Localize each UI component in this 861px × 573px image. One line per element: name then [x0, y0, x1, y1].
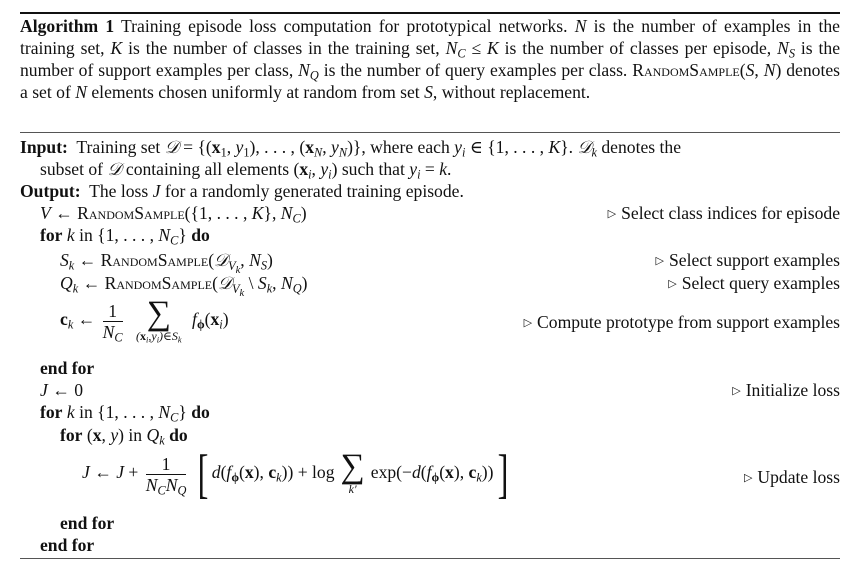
step-select-classes: V ← RandomSample({1, . . . , K}, NC) ▷Se… — [40, 203, 840, 226]
comment-triangle-icon: ▷ — [607, 208, 617, 220]
input-line-1: Input: Training set 𝒟 = {(x1, y1), . . .… — [20, 137, 682, 160]
comment: ▷Initialize loss — [732, 380, 840, 400]
comment: ▷Compute prototype from support examples — [523, 312, 840, 332]
input-line-2: subset of 𝒟 containing all elements (xi,… — [40, 159, 452, 182]
step-end-for-outer: end for — [40, 535, 95, 555]
mid-rule — [20, 132, 840, 133]
comment: ▷Select support examples — [655, 250, 840, 270]
comment: ▷Update loss — [743, 467, 840, 487]
step-support-sample: Sk ← RandomSample(𝒟Vk, NS) ▷Select suppo… — [60, 250, 840, 276]
step-end-for: end for — [40, 358, 95, 378]
step-for-queries: for (x, y) in Qk do — [60, 425, 188, 448]
sum-symbol: ∑k′ — [340, 448, 365, 497]
step-query-sample: Qk ← RandomSample(𝒟Vk \ Sk, NQ) ▷Select … — [60, 273, 840, 299]
sum-symbol: ∑(xi,yi)∈Sk — [136, 295, 182, 345]
top-rule — [20, 12, 840, 14]
comment: ▷Select class indices for episode — [607, 203, 840, 223]
comment-triangle-icon: ▷ — [668, 278, 677, 290]
step-for-classes-2: for k in {1, . . . , NC} do — [40, 402, 210, 425]
comment: ▷Select query examples — [668, 273, 840, 293]
bottom-rule — [20, 558, 840, 559]
comment-triangle-icon: ▷ — [743, 472, 753, 484]
caption-intro: Training episode loss computation for pr… — [121, 16, 568, 36]
right-bracket: ] — [497, 444, 508, 504]
algorithm-label: Algorithm 1 — [20, 16, 115, 36]
step-init-loss: J ← 0 ▷Initialize loss — [20, 379, 840, 401]
left-bracket: [ — [197, 444, 209, 504]
output-line: Output: The loss J for a randomly genera… — [20, 181, 464, 201]
comment-triangle-icon: ▷ — [732, 385, 741, 397]
comment-triangle-icon: ▷ — [655, 255, 664, 267]
step-for-classes: for k in {1, . . . , NC} do — [40, 225, 210, 248]
comment-triangle-icon: ▷ — [523, 317, 533, 329]
step-end-for-inner: end for — [60, 513, 115, 533]
algorithm-caption: Algorithm 1 Training episode loss comput… — [20, 16, 841, 102]
